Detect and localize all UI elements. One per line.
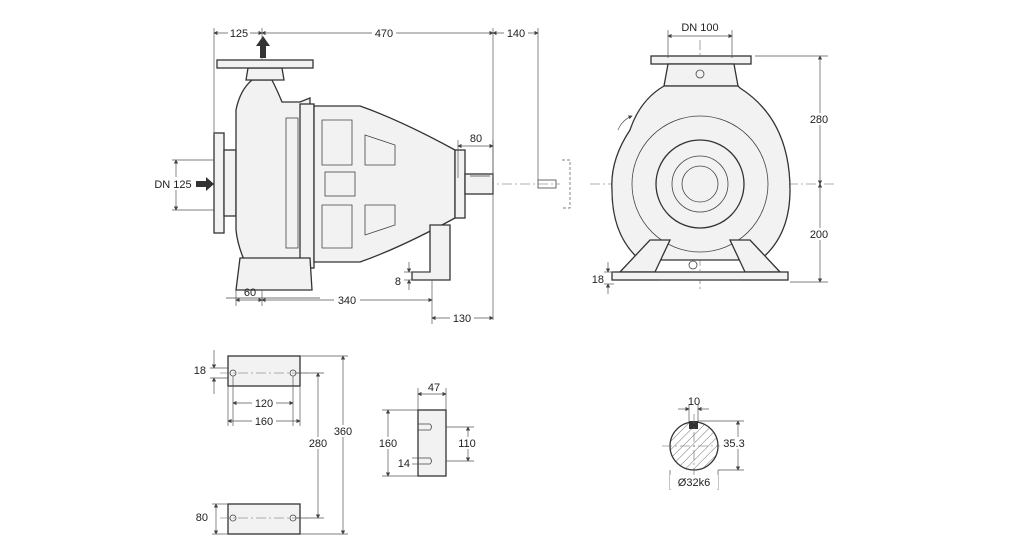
dim-bottom-2: 340 xyxy=(338,295,356,307)
dim-height-upper: 280 xyxy=(810,114,828,126)
dim-shaft: 80 xyxy=(470,133,482,145)
dim-baseplate-width: 160 xyxy=(255,416,273,428)
dim-top-1: 125 xyxy=(230,28,248,40)
side-view: 125 470 140 80 DN 125 60 340 8 13 xyxy=(150,26,571,325)
baseplate-view: 18 120 160 280 360 80 xyxy=(194,350,355,535)
dim-top-3: 140 xyxy=(507,28,525,40)
discharge-label: DN 100 xyxy=(681,22,718,34)
shaft-section-view: 10 35.3 Ø32k6 xyxy=(662,396,748,490)
dim-foot-height: 8 xyxy=(395,276,401,288)
dim-bottom-height: 80 xyxy=(196,512,208,524)
dim-key-width: 10 xyxy=(688,396,700,408)
suction-label: DN 125 xyxy=(154,179,191,191)
dim-bottom-1: 60 xyxy=(244,287,256,299)
dim-slot-width: 14 xyxy=(398,458,410,470)
dim-hole-spacing: 120 xyxy=(255,398,273,410)
dim-shaft-diameter: Ø32k6 xyxy=(678,477,710,489)
foot-detail-view: 47 160 110 14 xyxy=(378,382,478,477)
front-view: DN 100 280 200 18 xyxy=(590,22,835,294)
dim-foot-height-detail: 160 xyxy=(379,438,397,450)
dim-total-height: 360 xyxy=(334,426,352,438)
dim-slot-height: 110 xyxy=(458,438,476,450)
dim-height-lower: 200 xyxy=(810,229,828,241)
dim-rear-foot: 130 xyxy=(453,313,471,325)
dim-hole-offset: 18 xyxy=(194,365,206,377)
dim-foot-width: 47 xyxy=(428,382,440,394)
dim-top-2: 470 xyxy=(375,28,393,40)
dim-front-foot: 18 xyxy=(592,274,604,286)
dim-inner-height: 280 xyxy=(309,438,327,450)
dim-key-depth: 35.3 xyxy=(723,438,744,450)
